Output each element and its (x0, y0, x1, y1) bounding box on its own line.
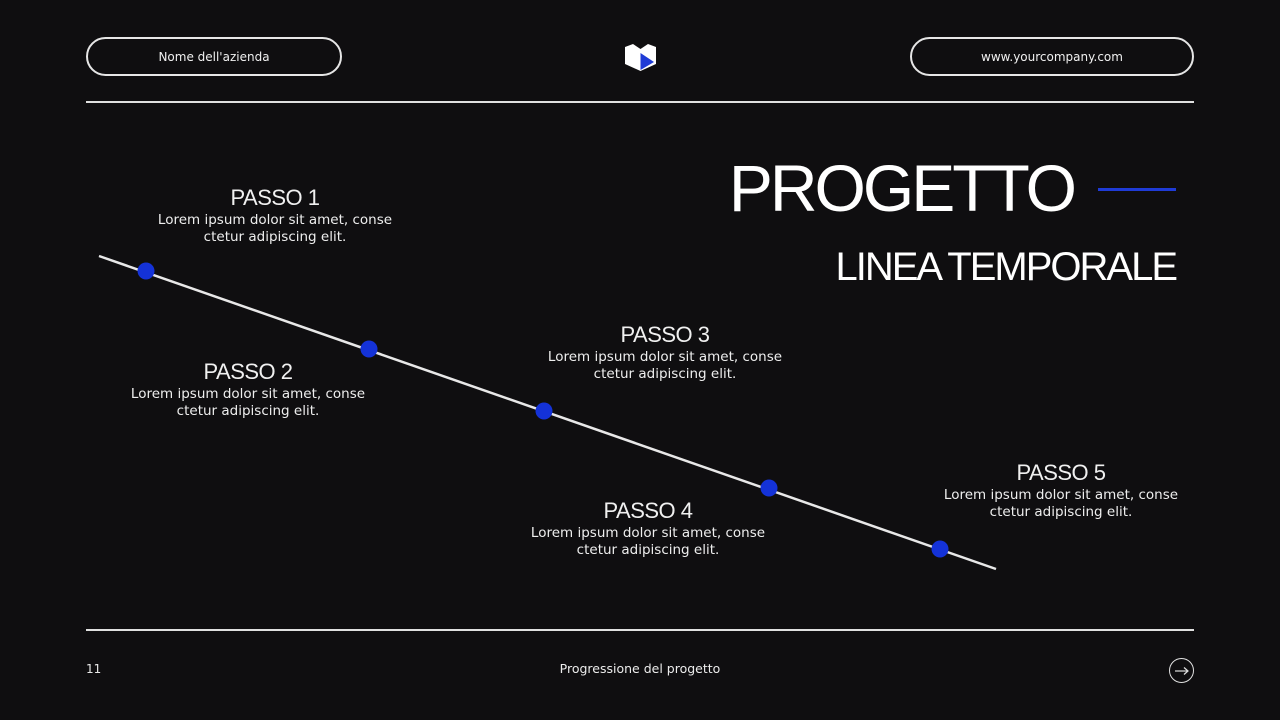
step-desc-line: Lorem ipsum dolor sit amet, conse (130, 386, 366, 402)
step-label: PASSO 5 (1016, 460, 1106, 485)
timeline-dot-1 (137, 262, 155, 280)
company-name: Nome dell'azienda (158, 49, 270, 64)
step-desc-line: ctetur adipiscing elit. (203, 229, 347, 245)
timeline-dot-4 (760, 479, 778, 497)
step-desc-line: ctetur adipiscing elit. (576, 542, 720, 558)
step-label: PASSO 1 (230, 185, 320, 210)
header-divider (86, 101, 1194, 103)
step-desc-line: Lorem ipsum dolor sit amet, conse (157, 212, 393, 228)
step-desc-line: ctetur adipiscing elit. (593, 366, 737, 382)
step-description: Lorem ipsum dolor sit amet, conse ctetur… (921, 487, 1201, 521)
step-label: PASSO 4 (603, 498, 693, 523)
timeline-step-4: PASSO 4 Lorem ipsum dolor sit amet, cons… (508, 498, 788, 559)
company-name-pill: Nome dell'azienda (86, 37, 342, 76)
timeline-dot-3 (535, 402, 553, 420)
cube-logo-icon (625, 44, 656, 71)
next-slide-button[interactable] (1169, 658, 1194, 683)
timeline-dot-2 (360, 340, 378, 358)
timeline-step-2: PASSO 2 Lorem ipsum dolor sit amet, cons… (108, 359, 388, 420)
step-description: Lorem ipsum dolor sit amet, conse ctetur… (525, 349, 805, 383)
website-link[interactable]: www.yourcompany.com (981, 49, 1123, 64)
step-desc-line: ctetur adipiscing elit. (989, 504, 1133, 520)
timeline-step-1: PASSO 1 Lorem ipsum dolor sit amet, cons… (135, 185, 415, 246)
arrow-right-icon (1174, 666, 1189, 675)
step-desc-line: Lorem ipsum dolor sit amet, conse (530, 525, 766, 541)
step-description: Lorem ipsum dolor sit amet, conse ctetur… (135, 212, 415, 246)
page-title: PROGETTO (728, 151, 1077, 225)
website-pill[interactable]: www.yourcompany.com (910, 37, 1194, 76)
step-description: Lorem ipsum dolor sit amet, conse ctetur… (108, 386, 388, 420)
timeline-dot-5 (931, 540, 949, 558)
timeline-step-5: PASSO 5 Lorem ipsum dolor sit amet, cons… (921, 460, 1201, 521)
timeline-step-3: PASSO 3 Lorem ipsum dolor sit amet, cons… (525, 322, 805, 383)
step-label: PASSO 2 (203, 359, 293, 384)
step-desc-line: Lorem ipsum dolor sit amet, conse (943, 487, 1179, 503)
footer-divider (86, 629, 1194, 631)
page-number: 11 (86, 662, 102, 676)
footer-title: Progressione del progetto (559, 661, 721, 676)
step-desc-line: ctetur adipiscing elit. (176, 403, 320, 419)
step-desc-line: Lorem ipsum dolor sit amet, conse (547, 349, 783, 365)
step-description: Lorem ipsum dolor sit amet, conse ctetur… (508, 525, 788, 559)
page-subtitle: LINEA TEMPORALE (835, 245, 1178, 289)
title-accent-line (1098, 188, 1176, 191)
step-label: PASSO 3 (620, 322, 710, 347)
